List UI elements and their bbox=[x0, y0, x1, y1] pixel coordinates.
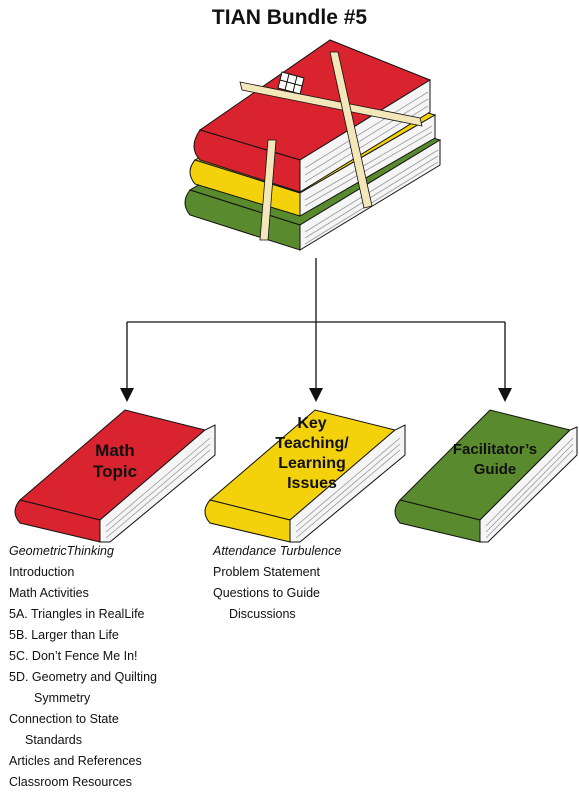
key-issues-label: Key Teaching/ Learning Issues bbox=[252, 414, 372, 494]
math-topic-list-item: GeometricThinking bbox=[9, 544, 114, 558]
key-issues-list-item: Attendance Turbulence bbox=[213, 544, 342, 558]
key-issues-label-line: Teaching/ bbox=[275, 435, 349, 452]
math-topic-list-item: Math Activities bbox=[9, 586, 89, 600]
math-topic-list-item: 5B. Larger than Life bbox=[9, 628, 119, 642]
book-facilitators-guide bbox=[394, 409, 578, 543]
page-title: TIAN Bundle #5 bbox=[211, 6, 368, 29]
connector-arrowheads bbox=[120, 388, 512, 402]
bundle-stack-image bbox=[184, 39, 442, 251]
math-topic-list-item: Standards bbox=[25, 733, 82, 747]
arrow-to-key-issues bbox=[309, 388, 323, 402]
key-issues-label-line: Learning bbox=[278, 455, 346, 472]
connector-lines bbox=[126, 258, 506, 392]
math-topic-list-item: Classroom Resources bbox=[9, 775, 132, 789]
key-issues-label-line: Issues bbox=[287, 475, 337, 492]
facilitators-guide-label-line: Guide bbox=[473, 461, 517, 478]
book-key-issues bbox=[204, 409, 406, 543]
math-topic-list-item: Introduction bbox=[9, 565, 75, 579]
key-issues-list-item: Discussions bbox=[229, 607, 296, 621]
facilitators-guide-label: Facilitator’s Guide bbox=[440, 440, 550, 480]
bundle-straps bbox=[239, 51, 423, 241]
key-issues-list-item: Questions to Guide bbox=[213, 586, 321, 600]
math-topic-label-line: Math bbox=[95, 441, 135, 460]
math-topic-list-item: 5C. Don’t Fence Me In! bbox=[9, 649, 138, 663]
facilitators-guide-label-line: Facilitator’s bbox=[452, 441, 538, 458]
math-topic-label: Math Topic bbox=[70, 440, 160, 482]
math-topic-list-item: Articles and References bbox=[9, 754, 142, 768]
math-topic-list-item: Connection to State bbox=[9, 712, 119, 726]
key-issues-label-line: Key bbox=[297, 415, 327, 432]
math-topic-label-line: Topic bbox=[92, 462, 138, 481]
math-topic-list-item: 5A. Triangles in RealLife bbox=[9, 607, 145, 621]
math-topic-list-item: 5D. Geometry and Quilting bbox=[9, 670, 157, 684]
book-math-topic bbox=[14, 409, 216, 543]
arrow-to-facilitator bbox=[498, 388, 512, 402]
math-topic-list-item: Symmetry bbox=[34, 691, 91, 705]
bundle-red-book bbox=[193, 39, 432, 193]
arrow-to-math-topic bbox=[120, 388, 134, 402]
key-issues-list-item: Problem Statement bbox=[213, 565, 320, 579]
